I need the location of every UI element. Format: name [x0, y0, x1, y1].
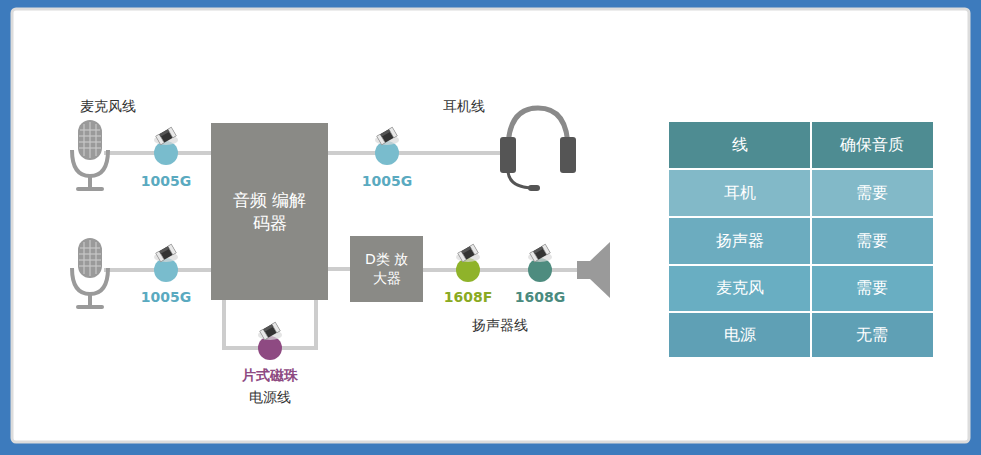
table-cell: 无需	[856, 325, 888, 344]
part-number: 1005G	[362, 173, 412, 190]
box-label: 音频 编解码器	[230, 189, 310, 235]
line-name: 电源线	[249, 389, 291, 406]
box-label: D类 放大器	[362, 250, 412, 288]
wires	[104, 153, 580, 348]
table-cell: 需要	[856, 183, 888, 202]
part-number: 1608F	[444, 289, 493, 306]
panel	[12, 9, 969, 442]
table-cell: 电源	[724, 325, 756, 344]
table-cell: 线	[732, 135, 748, 154]
signal-wire	[328, 267, 350, 271]
table-cell: 扬声器	[716, 231, 764, 250]
table-cell: 耳机	[724, 183, 756, 202]
process-box: D类 放大器	[350, 236, 423, 302]
process-box: 音频 编解码器	[211, 123, 328, 300]
line-name: 耳机线	[443, 98, 485, 115]
table-cell: 确保音质	[840, 135, 904, 154]
part-name: 片式磁珠	[242, 367, 298, 384]
line-name: 扬声器线	[472, 317, 528, 334]
part-number: 1005G	[141, 173, 191, 190]
table-cells	[669, 122, 933, 357]
part-number: 1608G	[515, 289, 565, 306]
speaker	[577, 242, 610, 298]
line-name: 麦克风线	[80, 98, 136, 115]
table-cell: 麦克风	[716, 278, 764, 297]
headphone	[500, 108, 576, 191]
table-cell: 需要	[856, 278, 888, 297]
microphones	[72, 120, 108, 309]
part-number: 1005G	[141, 289, 191, 306]
table-cell: 需要	[856, 231, 888, 250]
